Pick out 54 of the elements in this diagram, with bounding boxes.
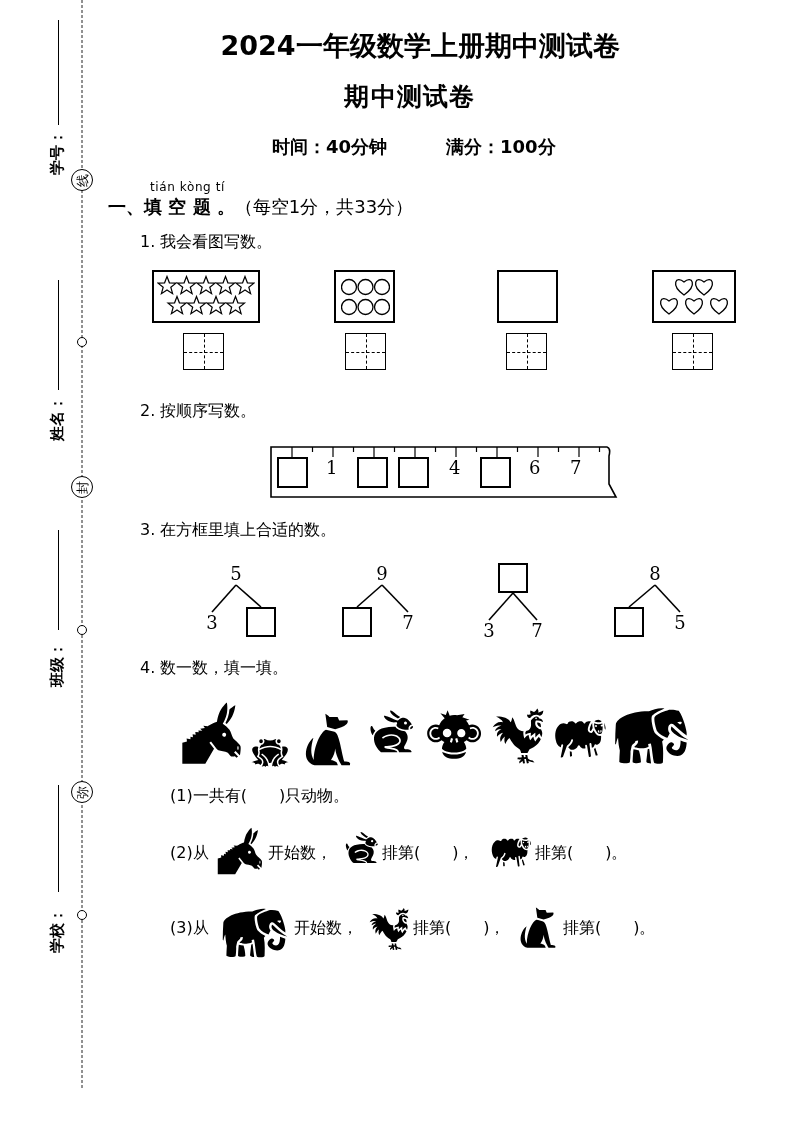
- connector-line: [356, 584, 383, 608]
- connector-line: [235, 584, 262, 608]
- sub-question-text: (1)一共有( )只动物。: [170, 788, 350, 804]
- bond-number: 3: [204, 612, 220, 634]
- subtitle: 期中测试卷: [344, 84, 476, 109]
- question-text: 4. 数一数，填一填。: [140, 660, 289, 676]
- sub-question-text: 排第( )。: [535, 845, 628, 861]
- answer-box: [498, 563, 528, 593]
- bond-number: 7: [400, 612, 416, 634]
- pinyin-annotation: tián kòng tí: [150, 181, 225, 193]
- ruler-number: 6: [529, 459, 541, 477]
- sub-question-text: 排第( )，: [382, 845, 475, 861]
- ruler-number: 1: [326, 459, 338, 477]
- question-text: 3. 在方框里填上合适的数。: [140, 522, 337, 538]
- sub-question-text: (3)从: [170, 920, 209, 936]
- full-score: 满分：100分: [446, 138, 556, 156]
- sub-question-text: 排第( )。: [563, 920, 656, 936]
- answer-box: [480, 457, 511, 488]
- bond-number: 5: [228, 563, 244, 585]
- connector-line: [488, 592, 514, 621]
- sub-question-text: 开始数，: [294, 920, 358, 936]
- circled-character: 封: [71, 476, 93, 498]
- sub-question-text: 开始数，: [268, 845, 332, 861]
- sub-question-text: (2)从: [170, 845, 209, 861]
- ruler-number: 7: [570, 459, 582, 477]
- bond-number: 7: [529, 620, 545, 642]
- answer-box: [277, 457, 308, 488]
- sub-question-text: 排第( )，: [413, 920, 506, 936]
- answer-box: [398, 457, 429, 488]
- student-number-label: 学号：: [49, 129, 65, 175]
- answer-box: [246, 607, 276, 637]
- exam-time: 时间：40分钟: [272, 138, 388, 156]
- question-text: 2. 按顺序写数。: [140, 403, 257, 419]
- connector-line: [512, 592, 538, 621]
- bond-number: 9: [374, 563, 390, 585]
- question-text: 1. 我会看图写数。: [140, 234, 273, 250]
- answer-box: [614, 607, 644, 637]
- connector-line: [628, 584, 656, 608]
- class-label: 班级：: [49, 641, 65, 687]
- ruler-number: 4: [449, 459, 461, 477]
- connector-line: [381, 584, 409, 613]
- bond-number: 3: [481, 620, 497, 642]
- school-label: 学校：: [49, 907, 65, 953]
- circled-character: 弥: [71, 781, 93, 803]
- name-label: 姓名：: [49, 395, 65, 441]
- section-heading: 一、填 空 题 。（每空1分，共33分）: [108, 198, 414, 216]
- bond-number: 8: [647, 563, 663, 585]
- circled-character: 线: [71, 169, 93, 191]
- answer-box: [342, 607, 372, 637]
- answer-box: [357, 457, 388, 488]
- bond-number: 5: [672, 612, 688, 634]
- connector-line: [654, 584, 681, 613]
- connector-line: [211, 584, 237, 613]
- title: 2024一年级数学上册期中测试卷: [220, 32, 620, 59]
